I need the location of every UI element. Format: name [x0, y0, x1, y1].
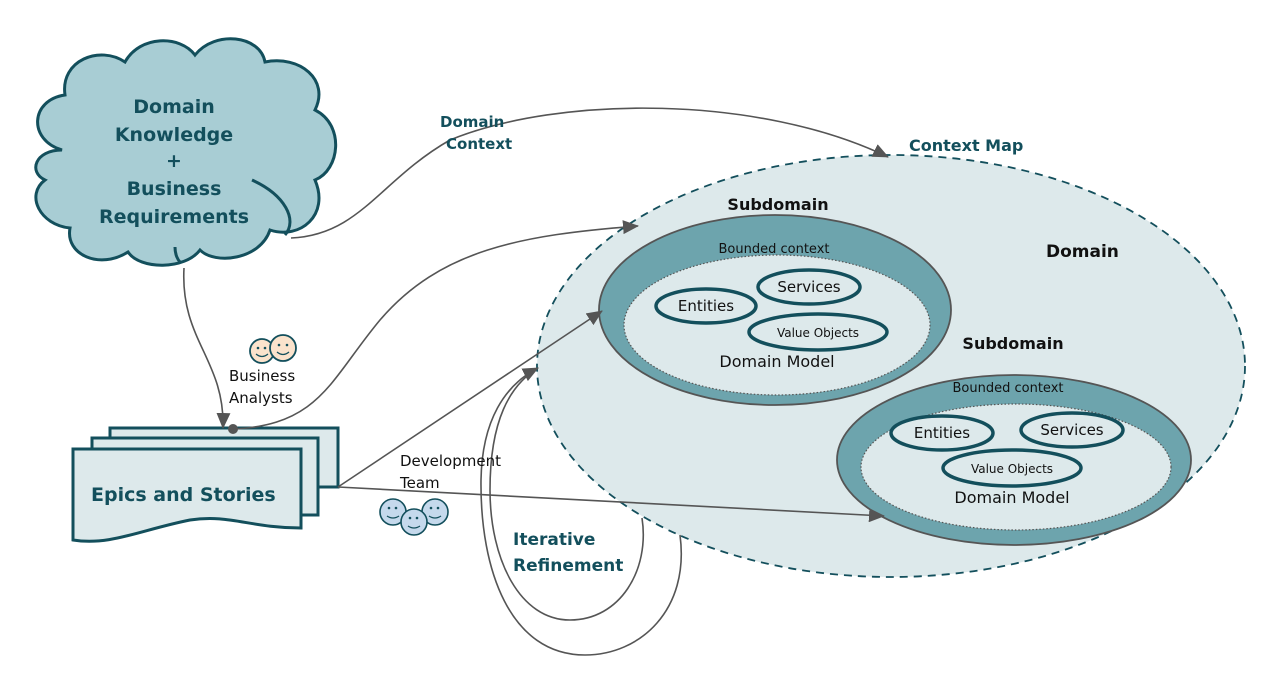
value-objects-node-1[interactable] [747, 312, 889, 352]
services-label: Services [777, 278, 840, 296]
iterative-refinement-loop-outer [480, 367, 683, 656]
subdomain-title: Subdomain [727, 195, 828, 214]
value-objects-label: Value Objects [777, 326, 859, 340]
cloud-inner-curve [173, 246, 182, 264]
development-team-icon [379, 498, 449, 536]
cloud-line: Requirements [99, 206, 249, 228]
dev-to-subdomain2-arrow [337, 486, 885, 523]
dev-to-subdomain1-arrow [337, 310, 603, 488]
development-team-label: Team [399, 474, 440, 492]
entities-node-2[interactable] [889, 414, 995, 452]
iterative-refinement-label: Refinement [513, 556, 623, 576]
business-analysts-label: Business [229, 367, 295, 385]
cloud-inner-curve [251, 178, 292, 236]
subdomain-1 [598, 214, 952, 406]
business-analysts-label: Analysts [229, 389, 293, 407]
value-objects-label: Value Objects [971, 462, 1053, 476]
bounded-context-label: Bounded context [953, 381, 1064, 396]
domain-model-label: Domain Model [719, 352, 834, 371]
epics-stories-label[interactable]: Epics and Stories [91, 484, 276, 506]
domain-context-label: Domain [440, 113, 504, 131]
entities-node-1[interactable] [654, 287, 758, 325]
business-analysts-icon [249, 334, 297, 364]
context-map-label: Context Map [909, 136, 1023, 155]
cloud-to-epics-arrow [183, 267, 231, 429]
development-team-label: Development [400, 452, 501, 470]
analysts-to-subdomain-arrow [232, 220, 639, 430]
services-node-1[interactable] [756, 268, 862, 306]
bounded-context-label: Bounded context [719, 242, 830, 257]
iterative-refinement-label: Iterative [513, 530, 595, 550]
subdomain-title: Subdomain [962, 334, 1063, 353]
domain-label: Domain [1046, 242, 1119, 262]
cloud-line: Business [127, 178, 222, 200]
domain-knowledge-cloud [34, 37, 338, 267]
services-label: Services [1040, 421, 1103, 439]
entities-label: Entities [914, 424, 970, 442]
domain-context-label: Context [446, 135, 512, 153]
cloud-line: Domain [133, 96, 214, 118]
services-node-2[interactable] [1019, 411, 1125, 449]
epics-stories-stack[interactable] [71, 426, 340, 543]
cloud-line: Knowledge [115, 124, 233, 146]
domain-context-arrow [290, 107, 889, 239]
subdomain-2 [836, 374, 1192, 546]
cloud-line: + [166, 150, 182, 172]
domain-model-label: Domain Model [954, 488, 1069, 507]
iterative-refinement-loop-inner [489, 367, 644, 621]
entities-label: Entities [678, 297, 734, 315]
value-objects-node-2[interactable] [941, 448, 1083, 488]
